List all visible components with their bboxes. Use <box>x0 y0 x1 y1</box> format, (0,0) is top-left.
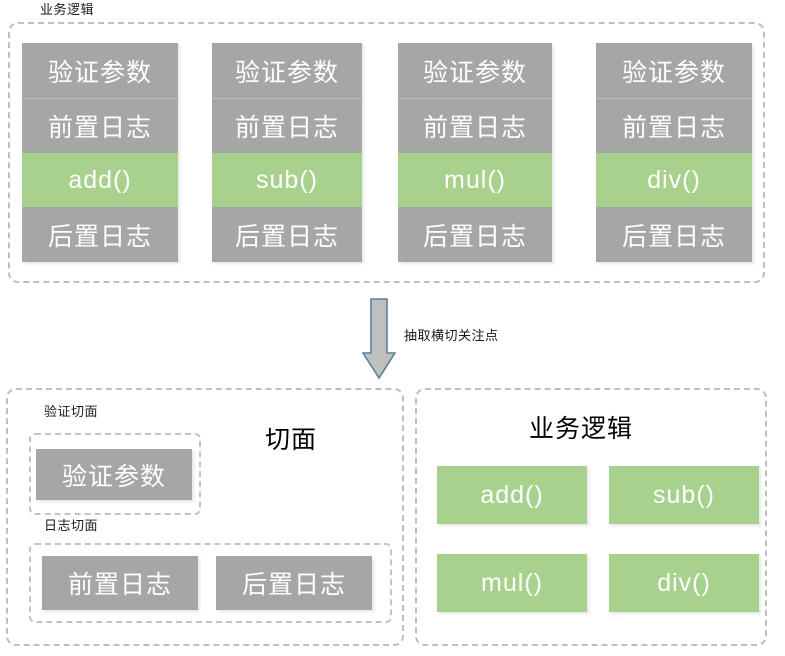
cell-before-log: 前置日志 <box>22 98 178 153</box>
method-column-mul: 验证参数 前置日志 mul() 后置日志 <box>398 43 552 262</box>
cell-label: 前置日志 <box>234 114 339 142</box>
cell-after-log: 后置日志 <box>596 207 752 262</box>
chip-after-log: 后置日志 <box>216 556 372 610</box>
cell-method-sub: sub() <box>212 153 362 207</box>
cell-label: 验证参数 <box>422 58 527 87</box>
cell-label: div() <box>647 165 701 194</box>
cell-label: 验证参数 <box>234 58 339 87</box>
cell-label: 后置日志 <box>234 222 339 251</box>
cell-label: 后置日志 <box>621 222 726 251</box>
method-column-sub: 验证参数 前置日志 sub() 后置日志 <box>212 43 362 262</box>
chip-method-div: div() <box>609 554 759 612</box>
chip-label: 验证参数 <box>61 462 166 491</box>
chip-label: add() <box>480 480 544 509</box>
cell-before-log: 前置日志 <box>596 98 752 153</box>
chip-label: div() <box>657 568 711 597</box>
cell-after-log: 后置日志 <box>212 207 362 262</box>
cell-before-log: 前置日志 <box>212 98 362 153</box>
method-column-add: 验证参数 前置日志 add() 后置日志 <box>22 43 178 262</box>
log-aspect-label: 日志切面 <box>40 518 103 534</box>
arrow-label: 抽取横切关注点 <box>404 328 499 343</box>
chip-method-sub: sub() <box>609 466 759 524</box>
aspect-panel-heading: 切面 <box>265 426 318 454</box>
cell-label: 前置日志 <box>47 114 152 142</box>
chip-label: 后置日志 <box>241 571 346 599</box>
business-panel-heading: 业务逻辑 <box>529 415 634 443</box>
chip-label: sub() <box>653 480 715 509</box>
down-arrow-icon <box>361 298 397 380</box>
cell-validate-params: 验证参数 <box>212 43 362 98</box>
cell-before-log: 前置日志 <box>398 98 552 153</box>
cell-label: mul() <box>444 165 506 194</box>
chip-label: 前置日志 <box>67 571 172 599</box>
cell-label: add() <box>68 165 132 194</box>
cell-label: 验证参数 <box>621 58 726 87</box>
cell-method-mul: mul() <box>398 153 552 207</box>
cell-validate-params: 验证参数 <box>398 43 552 98</box>
method-column-div: 验证参数 前置日志 div() 后置日志 <box>596 43 752 262</box>
cell-method-div: div() <box>596 153 752 207</box>
cell-validate-params: 验证参数 <box>596 43 752 98</box>
chip-before-log: 前置日志 <box>42 556 198 610</box>
chip-label: mul() <box>481 568 543 597</box>
cell-label: sub() <box>256 165 318 194</box>
cell-label: 后置日志 <box>47 222 152 251</box>
cell-label: 后置日志 <box>422 222 527 251</box>
cell-label: 验证参数 <box>47 58 152 87</box>
cell-label: 前置日志 <box>422 114 527 142</box>
chip-method-mul: mul() <box>437 554 587 612</box>
chip-method-add: add() <box>437 466 587 524</box>
cell-method-add: add() <box>22 153 178 207</box>
cell-after-log: 后置日志 <box>22 207 178 262</box>
validate-aspect-label: 验证切面 <box>40 404 103 420</box>
cell-label: 前置日志 <box>621 114 726 142</box>
cell-after-log: 后置日志 <box>398 207 552 262</box>
top-panel-label: 业务逻辑 <box>36 2 99 18</box>
cell-validate-params: 验证参数 <box>22 43 178 98</box>
extract-crosscutting-arrow <box>361 298 397 380</box>
chip-validate-params: 验证参数 <box>36 449 192 500</box>
